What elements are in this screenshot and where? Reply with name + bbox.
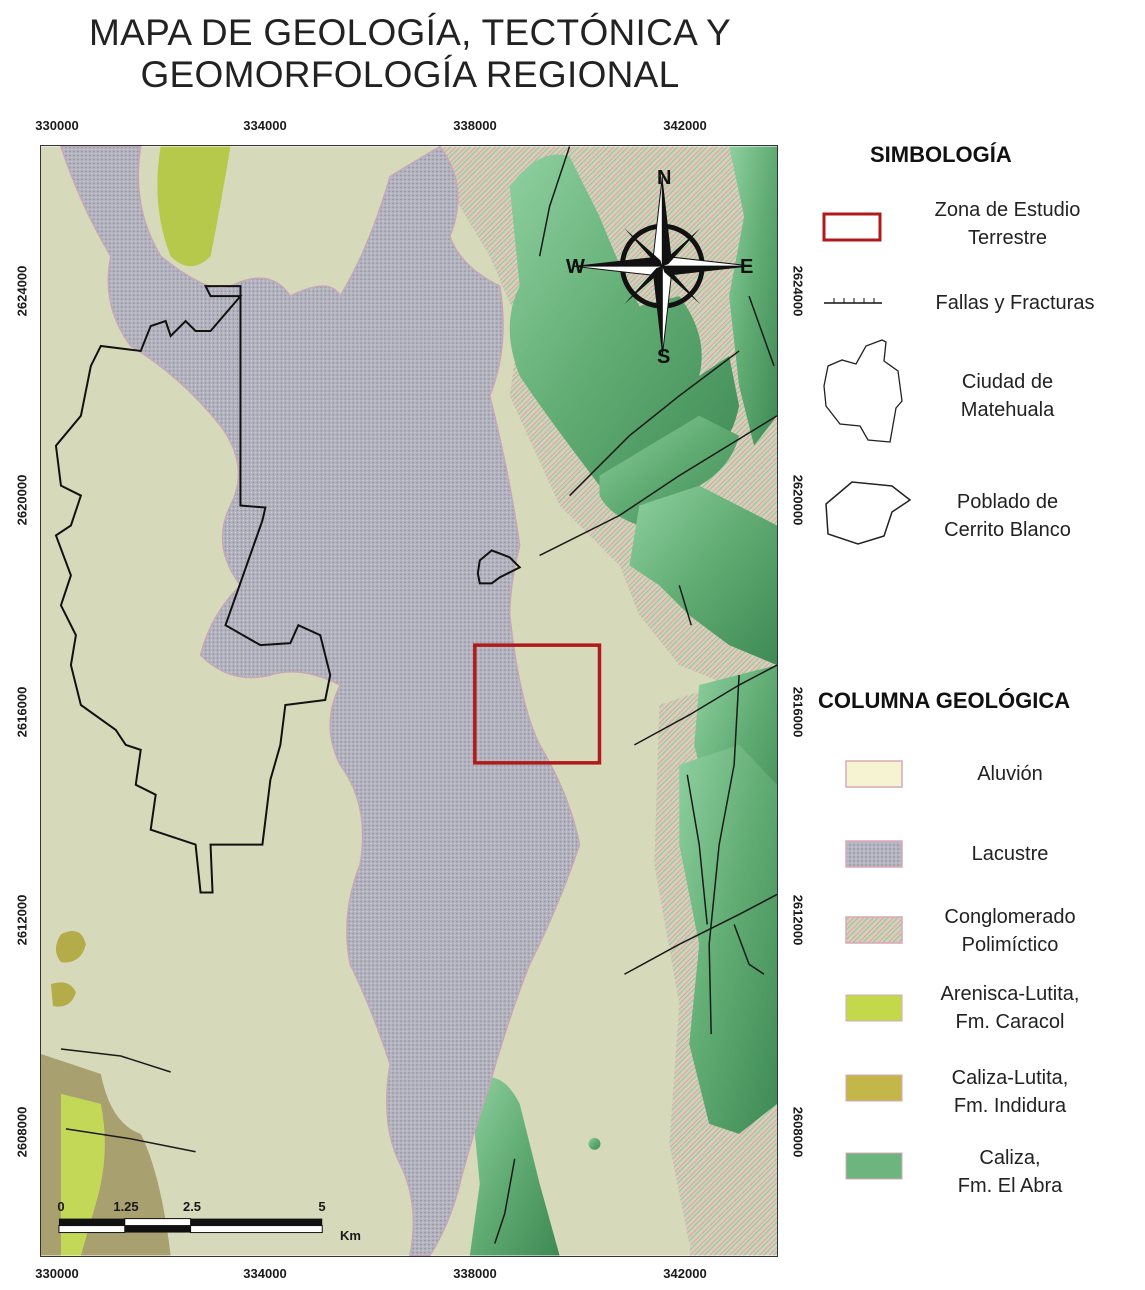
limestone-ne-1 [509,154,740,506]
y-tick-left-2612000: 2612000 [14,894,30,946]
compass-east-label: E [740,256,754,278]
x-tick-top-334000: 334000 [243,118,287,133]
legend-study-zone-label: Zona de Estudio Terrestre [900,196,1115,252]
aluvion-swatch [845,760,903,788]
geology-column-title: COLUMNA GEOLÓGICA [818,688,1071,713]
limestone-knob [588,1137,601,1150]
fault-8 [708,675,740,1035]
compass-north-label: N [657,167,672,189]
legend-cerrito-line2: Cerrito Blanco [944,519,1071,541]
x-tick-top-342000: 342000 [663,118,707,133]
fault-6 [65,1128,196,1153]
y-tick-left-2624000: 2624000 [14,265,30,317]
compass-west-label: W [566,256,585,278]
caracol-zone-n [157,146,231,267]
study-zone-legend-icon [822,212,882,242]
scale-unit-km: Km [340,1228,361,1243]
fault-4 [624,893,777,975]
symbology-title: SIMBOLOGÍA [870,142,1012,167]
cerrito-blanco-legend-icon [825,481,912,545]
fault-5 [60,1048,171,1073]
matehuala-legend-icon [823,339,903,443]
legend-el-abra-label: Caliza, Fm. El Abra [920,1144,1100,1200]
study-zone-rectangle [473,643,602,765]
legend-study-zone-line2: Terrestre [968,227,1047,249]
x-tick-bottom-330000: 330000 [35,1266,79,1281]
x-tick-bottom-342000: 342000 [663,1266,707,1281]
limestone-e-1 [629,485,777,666]
fault-1 [539,415,777,557]
scale-tick-1-25: 1.25 [113,1199,139,1214]
x-tick-bottom-334000: 334000 [243,1266,287,1281]
y-tick-left-2608000: 2608000 [14,1106,30,1158]
legend-faults-label: Fallas y Fracturas [935,292,1095,314]
el-abra-swatch [845,1152,903,1180]
fault-9 [678,585,692,626]
map-title-line2: GEOMORFOLOGÍA REGIONAL [140,54,680,95]
scale-bar [58,1218,323,1234]
legend-caracol-label: Arenisca-Lutita, Fm. Caracol [920,980,1100,1036]
legend-matehuala-line1: Ciudad de [961,371,1054,393]
y-tick-right-2620000: 2620000 [790,474,806,526]
legend-cerrito-label: Poblado de Cerrito Blanco [900,488,1115,544]
legend-indidura-label: Caliza-Lutita, Fm. Indidura [920,1064,1100,1120]
scale-tick-2-5: 2.5 [182,1199,202,1214]
fault-11 [686,774,708,925]
faults [60,146,777,1244]
limestone-ne-3 [599,415,740,526]
legend-lacustre-label: Lacustre [971,843,1049,865]
fault-legend-icon [824,298,882,304]
fault-12 [733,924,765,975]
map-title-line1: MAPA DE GEOLOGÍA, TECTÓNICA Y [89,12,731,53]
legend-caracol-line1: Arenisca-Lutita, [940,983,1080,1005]
caracol-swatch [845,994,903,1022]
scale-tick-5: 5 [318,1199,326,1214]
scale-tick-0: 0 [57,1199,65,1214]
fault-7 [538,146,571,257]
legend-indidura-line1: Caliza-Lutita, [951,1067,1069,1089]
fault-3 [634,664,777,746]
indidura-blob-1 [55,931,86,963]
compass-south-label: S [657,346,671,368]
indidura-blob-2 [50,982,76,1007]
fault-2 [569,350,740,497]
legend-conglomerado-line1: Conglomerado [944,906,1076,928]
limestone-ne-2 [729,146,777,446]
legend-caracol-line2: Fm. Caracol [955,1011,1065,1033]
x-tick-top-330000: 330000 [35,118,79,133]
x-tick-top-338000: 338000 [453,118,497,133]
legend-aluvion-label: Aluvión [977,763,1043,785]
fault-10 [748,295,775,367]
fault-13 [494,1158,516,1244]
limestone-e-3 [679,744,777,1134]
indidura-swatch [845,1074,903,1102]
legend-study-zone-line1: Zona de Estudio [934,199,1081,221]
matehuala-boundary [54,285,332,894]
conglomerate-zone-se [689,1133,777,1256]
legend-conglomerado-line2: Polimíctico [961,934,1059,956]
lacustre-swatch [845,840,903,868]
caracol-zone-sw [60,1093,105,1256]
legend-el-abra-line1: Caliza, [979,1147,1041,1169]
y-tick-right-2608000: 2608000 [790,1106,806,1158]
y-tick-left-2620000: 2620000 [14,474,30,526]
y-tick-right-2612000: 2612000 [790,894,806,946]
legend-matehuala-line2: Matehuala [960,399,1055,421]
y-tick-left-2616000: 2616000 [14,686,30,738]
legend-conglomerado-label: Conglomerado Polimíctico [920,903,1100,959]
legend-el-abra-line2: Fm. El Abra [957,1175,1063,1197]
compass-rose-icon [572,176,753,356]
conglomerado-swatch [845,916,903,944]
geology-map [40,145,778,1257]
limestone-se [469,1077,560,1256]
y-tick-right-2624000: 2624000 [790,265,806,317]
legend-cerrito-line1: Poblado de [956,491,1059,513]
legend-indidura-line2: Fm. Indidura [953,1095,1067,1117]
cerrito-blanco-boundary [476,549,522,585]
x-tick-bottom-338000: 338000 [453,1266,497,1281]
legend-matehuala-label: Ciudad de Matehuala [900,368,1115,424]
y-tick-right-2616000: 2616000 [790,686,806,738]
